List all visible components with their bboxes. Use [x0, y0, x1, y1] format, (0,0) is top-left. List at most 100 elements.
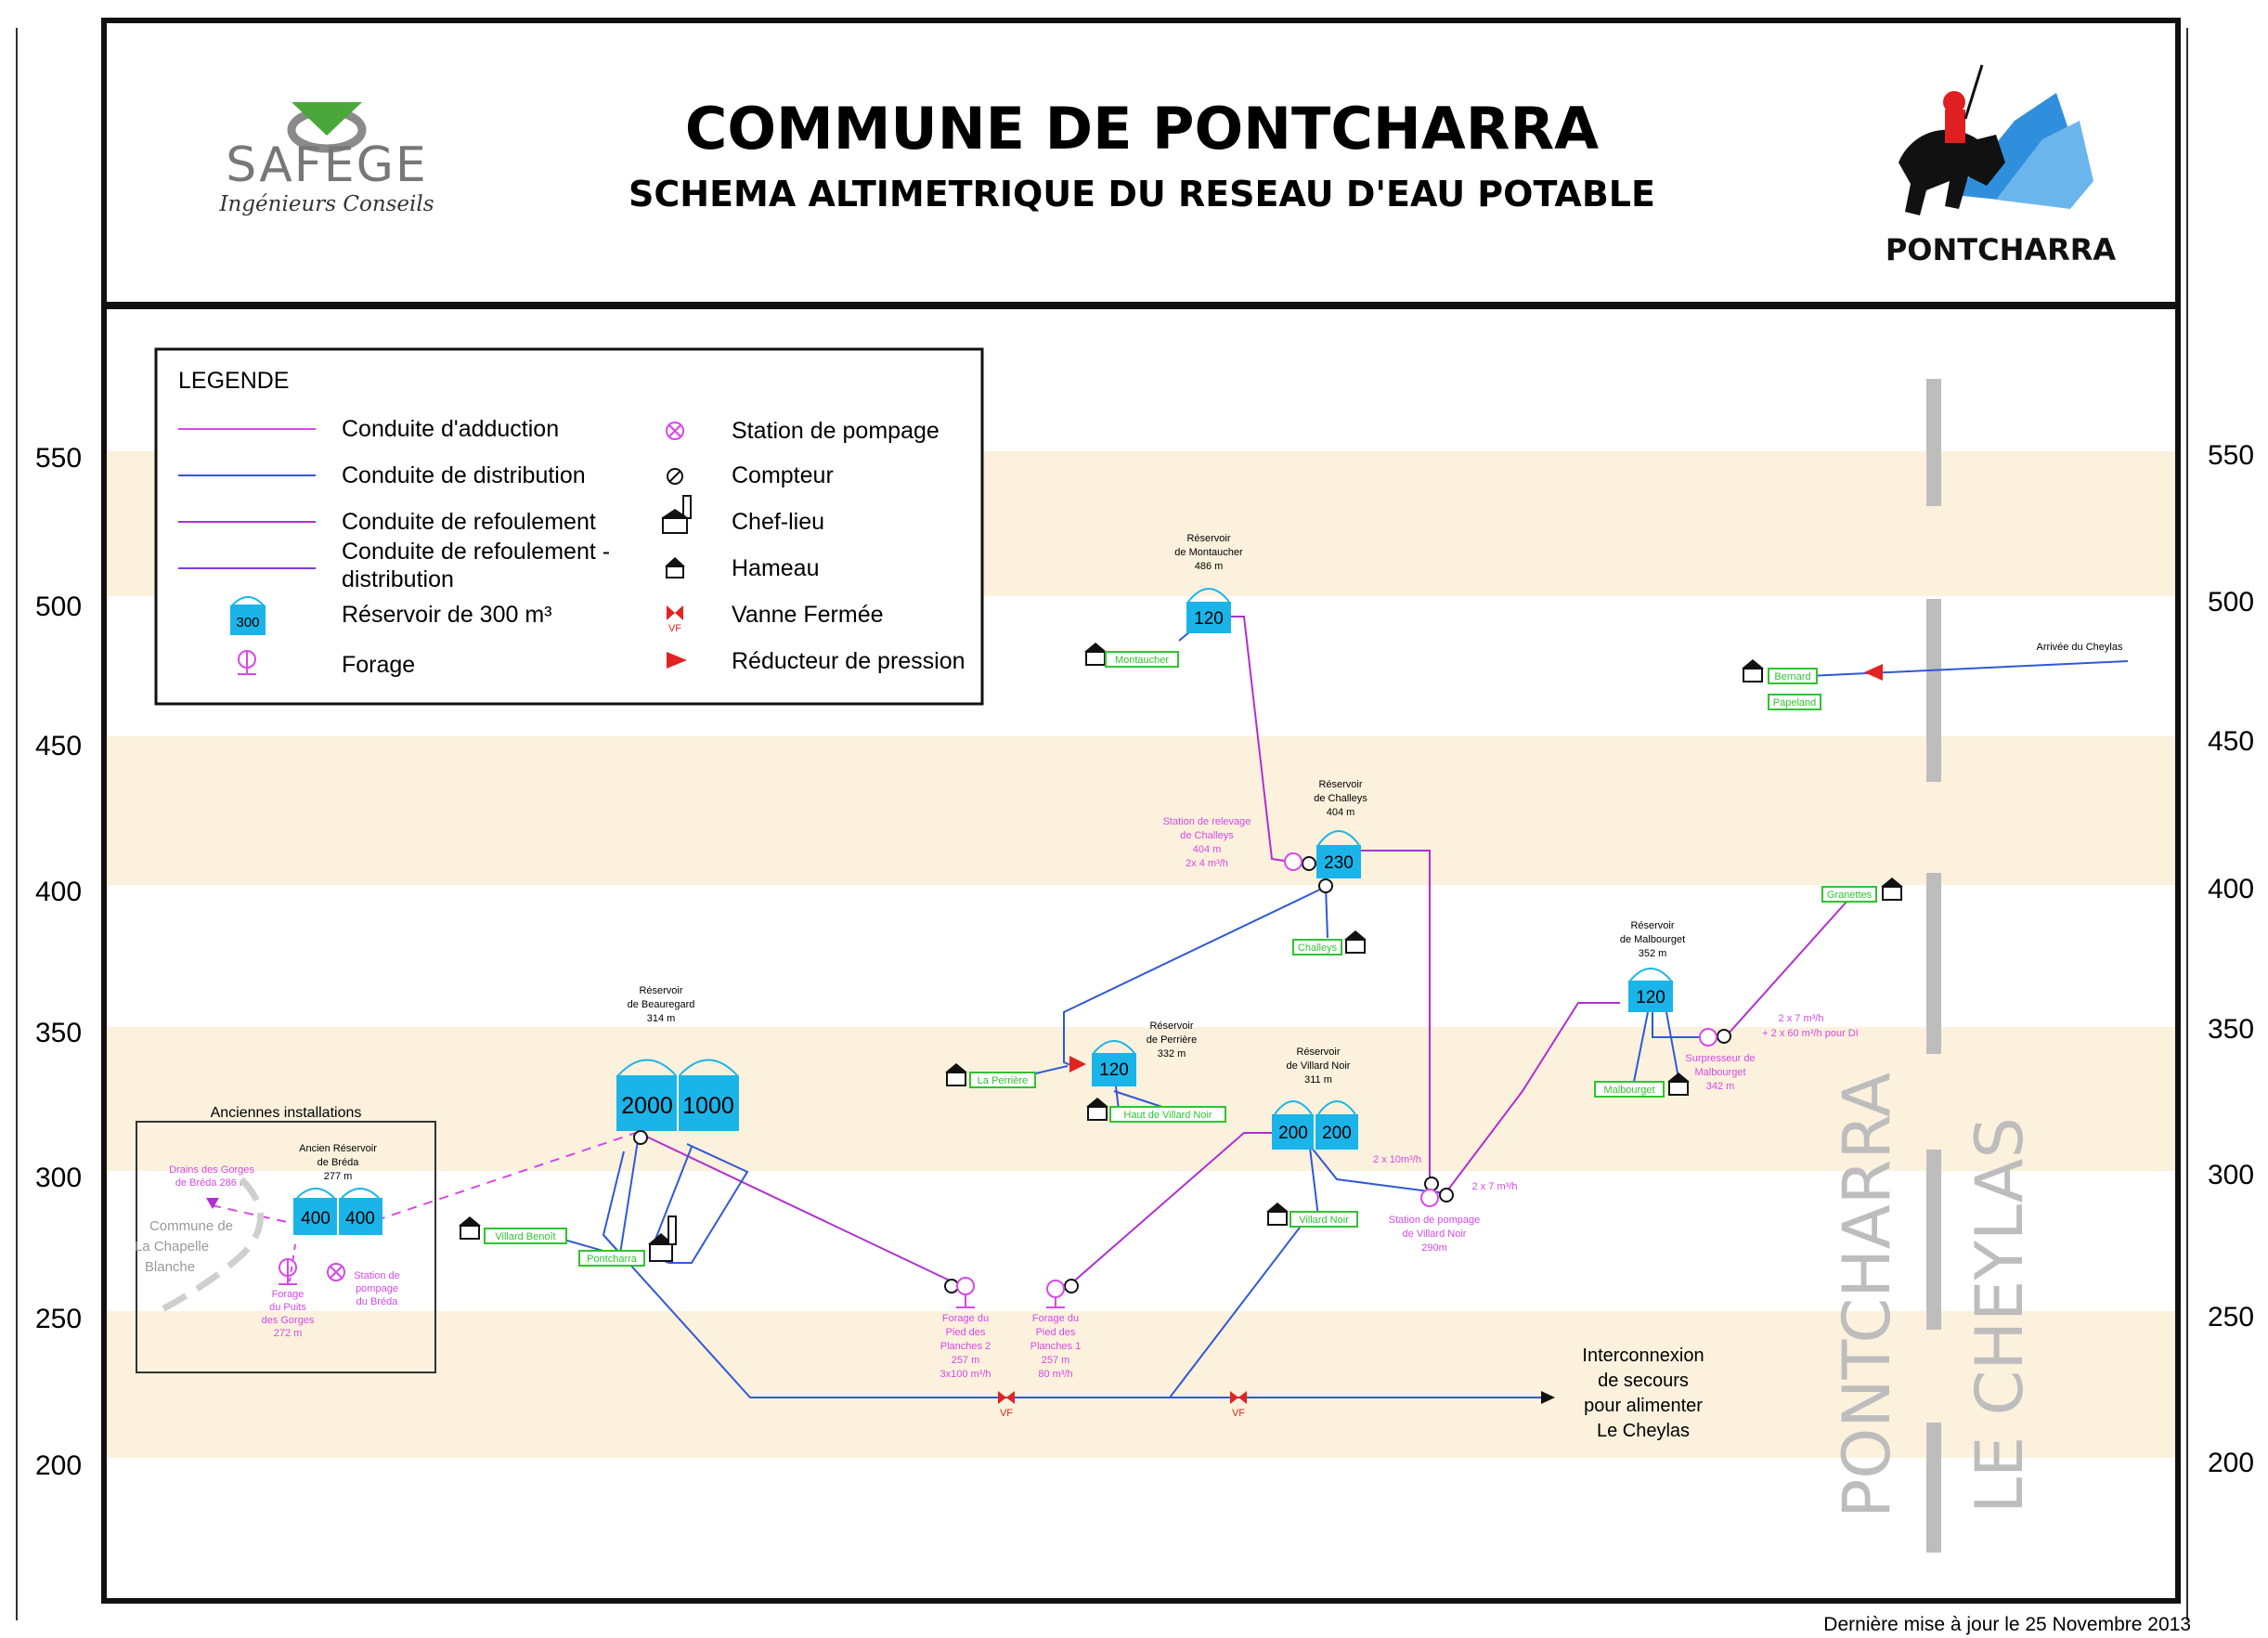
drain-marker-icon [206, 1198, 219, 1209]
axis-tick-400-right: 400 [2208, 874, 2254, 904]
axis-tick-200-right: 200 [2208, 1448, 2254, 1478]
header: COMMUNE DE PONTCHARRA SCHEMA ALTIMETRIQU… [218, 64, 2116, 267]
reservoir-tank-icon [1186, 602, 1231, 633]
legend-house-icon [665, 557, 685, 578]
pressure-reducer-icon [1069, 1056, 1086, 1072]
pressure-reducer-icon [1864, 664, 1883, 681]
pipe-beauregard-c [668, 1143, 749, 1264]
pipe-malbourget-hamlet [1633, 1011, 1649, 1083]
reservoir-title: Ancien Réservoir [299, 1143, 377, 1154]
band-400-450 [104, 736, 2178, 885]
meter-icon [1439, 1188, 1454, 1202]
legend-church-icon [661, 495, 692, 534]
diagram-frame [101, 304, 2181, 1604]
legend-label: Hameau [732, 555, 820, 581]
reservoir-title: Réservoir [1630, 920, 1674, 931]
forage-label: Planches 2 [940, 1341, 991, 1352]
vanne-fermee-icon [1230, 1391, 1247, 1404]
axis-tick-250: 250 [35, 1304, 82, 1334]
reservoir-name: de Montaucher [1174, 547, 1243, 558]
safege-wordmark: SAFEGE [226, 137, 427, 193]
page-subtitle: SCHEMA ALTIMETRIQUE DU RESEAU D'EAU POTA… [629, 174, 1655, 214]
pump-station-icon [1699, 1028, 1717, 1046]
reservoir-capacity: 230 [1324, 853, 1354, 873]
reservoir-capacity: 200 [1278, 1124, 1308, 1143]
station-labels: Station de relevage de Challeys 404 m 2x… [940, 816, 1858, 1380]
altitude-bands [104, 451, 2178, 1458]
legend-reservoir-capacity: 300 [236, 615, 259, 630]
commune-label: Blanche [145, 1259, 195, 1275]
mountain-icon-2 [1996, 121, 2093, 209]
meter-icon [633, 1130, 648, 1145]
reservoir-altitude: 404 m [1327, 807, 1355, 818]
church-icon [649, 1243, 673, 1262]
notes: Arrivée du Cheylas Interconnexion de sec… [1582, 642, 2123, 1441]
reservoir-name: de Perrière [1147, 1034, 1197, 1046]
legend-reservoir-dome [229, 596, 266, 606]
house-icon [1743, 668, 1763, 682]
territory-label-le-cheylas: LE CHEYLAS [1962, 1117, 2038, 1514]
pipe-forage1-villardnoir [1069, 1132, 1281, 1286]
reservoir-altitude: 352 m [1639, 948, 1667, 959]
meter-icon [1064, 1279, 1079, 1294]
reservoir-capacity: 200 [1322, 1124, 1352, 1143]
axis-tick-500: 500 [35, 592, 82, 622]
band-200-250 [104, 1311, 2178, 1458]
flow-label: 2 x 7 m³/h [1472, 1181, 1518, 1192]
reservoir-capacity: 120 [1194, 609, 1224, 629]
reservoir-capacity: 2000 [621, 1093, 673, 1119]
safege-tagline: Ingénieurs Conseils [218, 192, 434, 216]
axis-tick-350-right: 350 [2208, 1014, 2254, 1045]
hameau-label: Papeland [1773, 697, 1817, 708]
reservoir-title: Réservoir [1296, 1046, 1340, 1058]
pipe-malbourget-surpresseur [1652, 1012, 1706, 1038]
forage-label: Forage [272, 1289, 305, 1300]
rider-head-icon [1943, 91, 1965, 113]
forage-label: Forage du [1032, 1313, 1079, 1324]
pipe-montaucher-challeys [1230, 616, 1291, 863]
reservoir-montaucher: Réservoir de Montaucher 486 m 120 [1174, 533, 1243, 633]
pontcharra-logo: PONTCHARRA [1886, 64, 2116, 267]
interconnexion-label: Interconnexion [1582, 1346, 1704, 1366]
territory-label-pontcharra: PONTCHARRA [1829, 1072, 1905, 1518]
forage-icon [956, 1277, 975, 1308]
hameau-papeland: Papeland [1768, 694, 1821, 710]
pipe-beauregard-forage2 [638, 1132, 953, 1282]
reservoir-title: Réservoir [1149, 1020, 1193, 1032]
forage-label: 257 m [952, 1355, 980, 1366]
hameau-label: Pontcharra [587, 1254, 638, 1265]
forage-label: Pied des [946, 1327, 986, 1338]
station-label: pompage [356, 1283, 398, 1294]
reservoir-challeys: Réservoir de Challeys 404 m 230 [1314, 779, 1367, 878]
legend-reducer-icon [667, 652, 687, 669]
pipe-villardnoir-loop [1306, 1141, 1445, 1194]
station-label: Malbourget [1694, 1067, 1745, 1078]
legend-reservoir-icon [230, 605, 266, 635]
flow-label: 2 x 10m³/h [1373, 1154, 1421, 1165]
station-label: de Villard Noir [1403, 1228, 1467, 1240]
house-icon [1345, 939, 1366, 954]
reservoir-villard-noir: Réservoir de Villard Noir 311 m 200 200 [1272, 1046, 1358, 1150]
axis-tick-200: 200 [35, 1450, 82, 1481]
pipe-drains [211, 1204, 296, 1225]
reservoir-name: de Challeys [1314, 793, 1367, 804]
forage-label: Pied des [1036, 1327, 1076, 1338]
hameau-label: Villard Noir [1299, 1215, 1349, 1226]
pump-station-icon [327, 1263, 345, 1281]
forage-label: Forage du [942, 1313, 989, 1324]
station-label: Station de relevage [1163, 816, 1251, 827]
station-label: 2x 4 m³/h [1186, 858, 1228, 869]
vf-label: VF [1232, 1408, 1245, 1419]
reservoir-title: Réservoir [639, 985, 682, 996]
legend-label: Réservoir de 300 m³ [342, 602, 551, 628]
commune-label: La Chapelle [135, 1239, 209, 1254]
reservoir-perriere: Réservoir de Perrière 332 m 120 [1092, 1020, 1197, 1086]
meter-icon [1302, 856, 1316, 871]
flow-label: + 2 x 60 m³/h pour DI [1762, 1028, 1859, 1039]
legend-label: Compteur [732, 462, 834, 488]
hameau-label: Malbourget [1603, 1085, 1654, 1096]
drains-label: de Bréda 286 m [175, 1177, 248, 1189]
axis-tick-350: 350 [35, 1018, 82, 1048]
reservoir-name: de Villard Noir [1287, 1060, 1351, 1072]
